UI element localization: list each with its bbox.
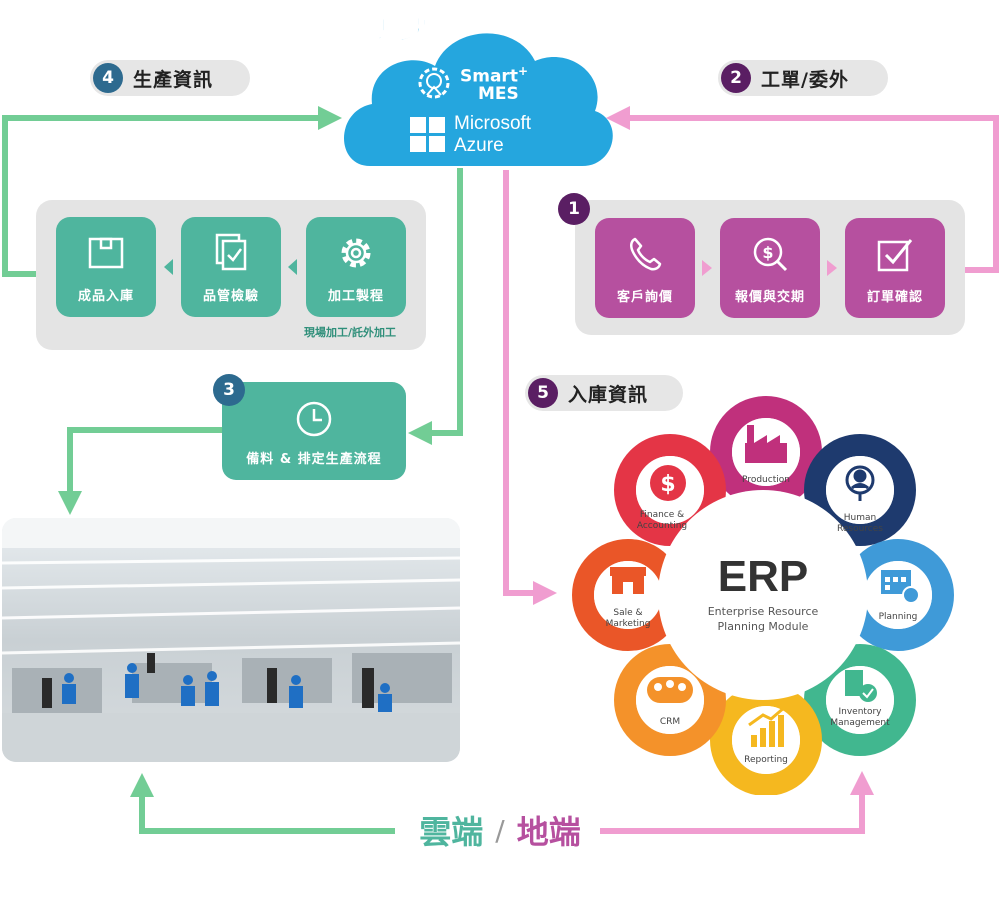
mes-line1: Smart (460, 66, 518, 87)
inventory-check-icon (845, 670, 877, 702)
azure-logo: Microsoft Azure (410, 113, 580, 161)
step3-box: 備料 & 排定生產流程 (222, 382, 406, 480)
checkbox-icon (877, 239, 913, 272)
arrow-scheduling-to-factory (58, 427, 222, 515)
dollar-search-icon: $ (753, 237, 788, 272)
step2-number: 2 (721, 63, 751, 93)
footer-sep: / (495, 813, 505, 847)
footer-cloud: 雲端 (419, 813, 484, 851)
erp-module-hr: Human Resources (837, 513, 883, 534)
footer-label: 雲端 / 地端 (400, 808, 600, 852)
tile-label: 加工製程 (327, 289, 384, 304)
erp-module-reporting: Reporting (744, 755, 788, 765)
mes-plus: + (517, 64, 529, 78)
processing-note: 現場加工/託外加工 (304, 326, 397, 339)
tile-label: 成品入庫 (77, 289, 134, 304)
tile-confirm: 訂單確認 (845, 218, 945, 318)
tile-label: 客戶詢價 (616, 290, 673, 305)
ring-crm (614, 644, 726, 756)
cloud-title: 雲端 (369, 15, 431, 49)
tile-inquiry: 客戶詢價 (595, 218, 695, 318)
erp-module-production: Production (742, 475, 790, 485)
tile-label: 訂單確認 (866, 290, 923, 305)
erp-subtitle-line1: Enterprise Resource (707, 605, 819, 618)
step5-label: 入庫資訊 (568, 383, 649, 406)
step5-number: 5 (528, 378, 558, 408)
erp-module-inventory: Inventory Management (830, 707, 890, 728)
erp-title: ERP (717, 552, 809, 601)
arrow-bottom-green (130, 773, 395, 834)
arrow-cloud-to-scheduling (408, 168, 463, 445)
factory-photo (2, 518, 460, 762)
tile-finished-goods: 成品入庫 (56, 217, 156, 317)
svg-text:$: $ (660, 472, 675, 497)
ring-inventory (804, 644, 916, 756)
arrow-work-order (606, 106, 999, 273)
arrow-stock-info (503, 170, 557, 605)
step3-number: 3 (213, 374, 245, 406)
factory-icon (745, 425, 787, 463)
order-panel: 客戶詢價 $ 報價與交期 訂單確認 (575, 200, 965, 335)
erp-module-finance: Finance & Accounting (636, 510, 688, 531)
tile-processing: 加工製程 (306, 217, 406, 317)
step4-label: 生產資訊 (133, 68, 214, 91)
arrow-bottom-pink (600, 771, 874, 834)
box-icon (88, 237, 124, 269)
calendar-clock-icon (881, 570, 920, 604)
erp-subtitle-line2: Planning Module (717, 620, 809, 633)
azure-line1: Microsoft (454, 113, 532, 134)
step4-badge: 4 生產資訊 (90, 60, 250, 96)
people-group-icon (647, 677, 693, 703)
step2-badge: 2 工單/委外 (718, 60, 888, 96)
person-search-icon (845, 465, 875, 501)
clock-icon (296, 401, 332, 437)
dollar-icon: $ (650, 465, 686, 501)
smart-mes-logo: Smart+ MES (412, 61, 562, 105)
storefront-icon (610, 567, 646, 594)
mes-line2: MES (478, 84, 519, 104)
step1-number: 1 (558, 193, 590, 225)
windows-icon (410, 117, 445, 152)
cloud-section: 雲端 Smart+ MES Microsoft Azure (330, 6, 620, 176)
chevron-right-icon (827, 260, 837, 276)
step5-badge: 5 入庫資訊 (525, 375, 683, 411)
tile-qc: 品管檢驗 (181, 217, 281, 317)
tile-quote: $ 報價與交期 (720, 218, 820, 318)
erp-diagram: $ ERP Enterprise Resource Planning Modul… (555, 395, 967, 795)
tile-label: 報價與交期 (734, 290, 805, 305)
step4-number: 4 (93, 63, 123, 93)
erp-module-crm: CRM (659, 717, 681, 727)
footer-onprem: 地端 (516, 813, 581, 851)
checklist-icon (215, 233, 247, 271)
erp-module-sales: Sale & Marketing (605, 608, 651, 629)
erp-module-planning: Planning (878, 612, 918, 622)
chevron-right-icon (702, 260, 712, 276)
arrow-production-info (2, 106, 342, 277)
ring-hr (804, 434, 916, 546)
svg-text:$: $ (762, 243, 773, 262)
bar-chart-icon (748, 705, 786, 747)
phone-icon (630, 237, 662, 271)
step2-label: 工單/委外 (761, 68, 849, 91)
erp-wheel: $ (572, 396, 954, 795)
chevron-left-icon (164, 259, 173, 275)
gear-icon (341, 238, 371, 268)
production-panel: 成品入庫 品管檢驗 加工製程 現場加工/託外加工 (36, 200, 426, 350)
gear-robot-icon (418, 67, 450, 99)
step3-label: 備料 & 排定生產流程 (246, 452, 382, 467)
chevron-left-icon (288, 259, 297, 275)
tile-label: 品管檢驗 (202, 289, 259, 304)
azure-line2: Azure (454, 135, 504, 156)
ring-finance (614, 434, 726, 546)
